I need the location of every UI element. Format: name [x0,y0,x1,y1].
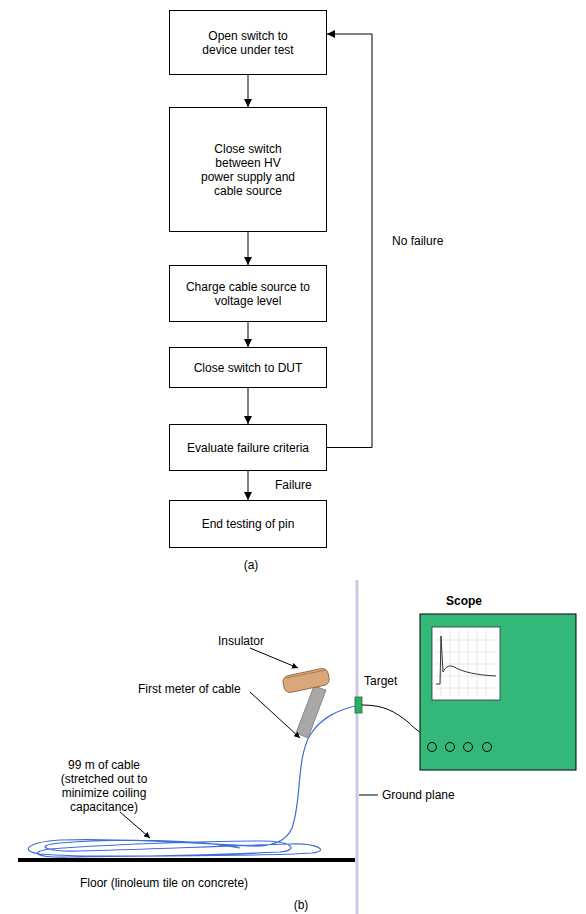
flow-arrow [327,34,372,448]
label: (a) [236,558,266,572]
process-box: Close switch between HV power supply and… [169,107,327,232]
label: Floor (linoleum tile on concrete) [80,876,320,890]
label: 99 m of cable (stretched out to minimize… [48,758,160,814]
box-text: Close switch between HV power supply and… [198,142,298,198]
label: Ground plane [382,788,482,802]
hand-detail [286,670,326,678]
label: (b) [286,898,316,912]
insulator [296,686,326,738]
scope-knobs [428,743,492,752]
flow-arrow [248,322,249,347]
edge-label: No failure [392,234,443,248]
process-box: Evaluate failure criteria [169,424,327,471]
box-text: Evaluate failure criteria [187,441,309,455]
flow-arrow [248,388,249,424]
leader-arrow [250,648,298,668]
flow-arrow [248,471,249,500]
process-box: End testing of pin [169,500,327,548]
process-box: Open switch to device under test [169,10,327,75]
scope-grid [435,630,497,697]
label: Target [364,674,424,688]
target [355,697,362,713]
box-text: End testing of pin [202,517,295,531]
ground-plane [356,580,359,914]
scope-body [420,614,576,770]
label: Scope [446,594,506,608]
floor-line [18,858,355,862]
edge-label: Failure [275,478,312,492]
box-text: Close switch to DUT [194,361,303,375]
scope-trace [436,636,496,684]
flow-arrow [248,75,249,107]
leader-arrow [120,812,150,838]
label: Insulator [218,634,298,648]
flow-arrow [248,232,249,265]
box-text: Charge cable source to voltage level [183,280,313,308]
hand [282,667,331,693]
process-box: Close switch to DUT [169,347,327,388]
leader-line [359,795,378,796]
process-box: Charge cable source to voltage level [169,265,327,322]
scope-screen [432,627,500,700]
label: First meter of cable [138,682,268,696]
leader-arrow [250,692,300,738]
box-text: Open switch to device under test [193,29,303,57]
probe-wire [362,705,426,735]
